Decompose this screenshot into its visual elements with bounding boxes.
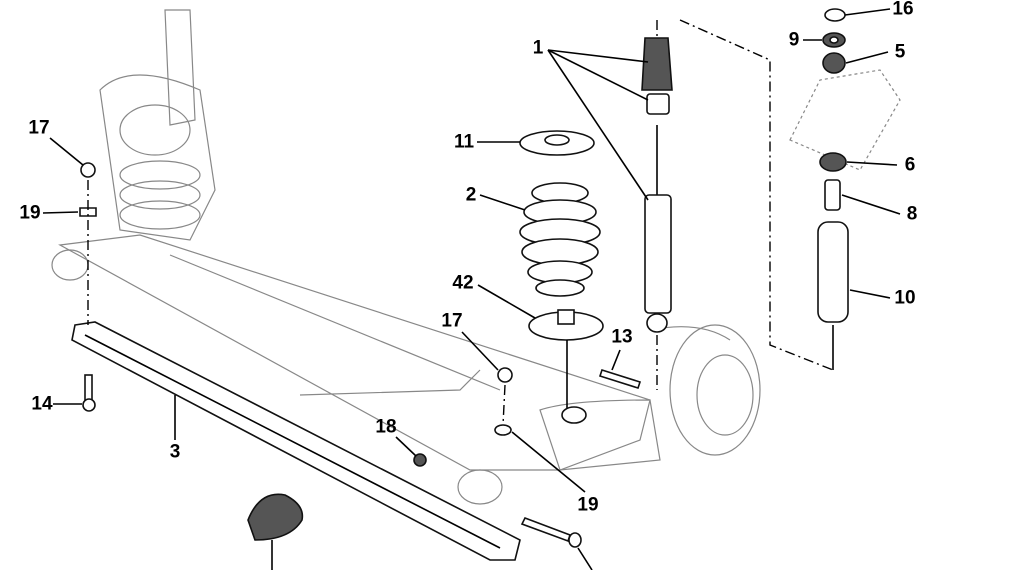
callout-16: 16 bbox=[892, 0, 914, 20]
left-strut-assembly bbox=[99, 9, 216, 241]
leader-lines bbox=[42, 8, 901, 570]
callout-10: 10 bbox=[894, 287, 916, 309]
callout-17: 17 bbox=[441, 310, 463, 332]
shock-absorber bbox=[641, 20, 673, 390]
callout-17-left: 17 bbox=[28, 117, 50, 139]
callout-9: 9 bbox=[788, 29, 800, 51]
top-mount-parts bbox=[679, 8, 901, 371]
callout-8: 8 bbox=[906, 203, 918, 225]
callout-3: 3 bbox=[169, 441, 181, 463]
callout-13: 13 bbox=[611, 326, 633, 348]
bump-pad bbox=[247, 493, 304, 541]
brake-drum bbox=[649, 324, 761, 456]
callout-14: 14 bbox=[31, 393, 53, 415]
callout-6: 6 bbox=[904, 154, 916, 176]
callout-18: 18 bbox=[375, 416, 397, 438]
callout-19-left: 19 bbox=[19, 202, 41, 224]
callout-5: 5 bbox=[894, 41, 906, 63]
rear-axle-beam bbox=[51, 234, 661, 505]
callout-1: 1 bbox=[532, 37, 544, 59]
coil-spring bbox=[519, 130, 604, 424]
callout-11: 11 bbox=[453, 131, 475, 153]
fasteners bbox=[79, 162, 642, 548]
leaf-spring bbox=[71, 321, 521, 561]
callout-42: 42 bbox=[452, 272, 474, 294]
callout-19: 19 bbox=[577, 494, 599, 516]
callout-2: 2 bbox=[465, 184, 477, 206]
